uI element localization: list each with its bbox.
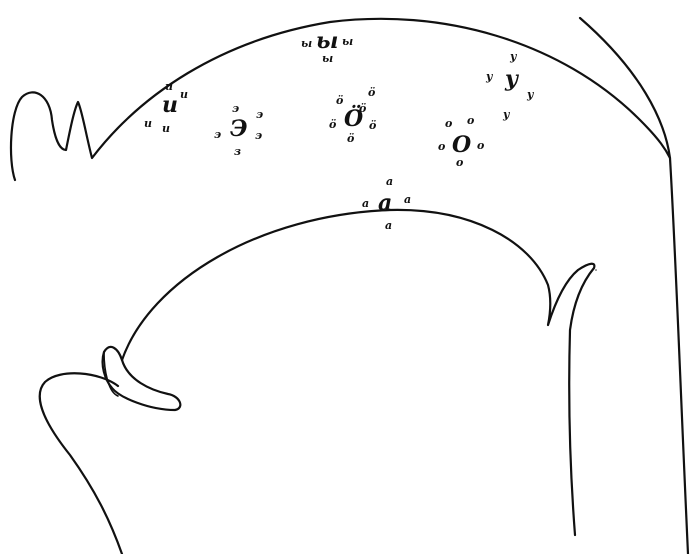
vowel-satellite: o xyxy=(438,140,445,153)
vowel-satellite: o xyxy=(477,139,484,152)
vowel-satellite: э xyxy=(214,128,221,141)
vowel-satellite: u xyxy=(180,88,188,101)
vowel-cluster-e: Э э э э э з xyxy=(214,102,263,158)
vowel-satellite: ö xyxy=(359,102,366,115)
vowel-cluster-y: ы ы ы ы xyxy=(301,28,353,65)
lower-lip-outline xyxy=(103,347,181,410)
vowel-satellite: a xyxy=(404,193,411,206)
vowel-cluster-oe: Ö ö ö ö ö ö ö xyxy=(329,86,376,145)
vowel-satellite: ы xyxy=(342,35,353,48)
vowel-cluster-i: u u u u u xyxy=(144,80,188,135)
vowel-main-y: ы xyxy=(316,28,338,54)
vowel-satellite: u xyxy=(162,122,170,135)
vowel-satellite: y xyxy=(526,88,535,101)
vowel-satellite: a xyxy=(362,197,369,210)
vowel-satellite: a xyxy=(385,219,392,232)
vowel-satellite: ö xyxy=(369,119,376,132)
tongue-outline xyxy=(122,210,594,535)
vowel-satellite: u xyxy=(144,117,152,130)
vowel-cluster-a: a a a a a xyxy=(362,175,411,232)
vowel-satellite: u xyxy=(165,80,173,93)
vowel-satellite: ö xyxy=(336,94,343,107)
vowel-main-o: O xyxy=(452,132,471,158)
vowel-main-i: u xyxy=(162,92,178,118)
vowel-satellite: o xyxy=(456,156,463,169)
vowel-satellite: э xyxy=(256,108,263,121)
vowel-satellite: ö xyxy=(329,118,336,131)
vowel-satellite: y xyxy=(502,108,511,121)
vowel-satellite: ы xyxy=(322,52,333,65)
vowel-satellite: o xyxy=(445,117,452,130)
vowel-satellite: з xyxy=(234,145,241,158)
tongue-tip xyxy=(104,352,118,396)
vowel-satellite: o xyxy=(467,114,474,127)
vowel-satellite: y xyxy=(509,50,518,63)
vowel-main-e: Э xyxy=(230,116,248,142)
speck xyxy=(595,269,597,271)
vowel-satellite: ö xyxy=(347,132,354,145)
vowel-main-u: y xyxy=(504,66,520,92)
vowel-satellite: ы xyxy=(301,37,312,50)
vowel-cluster-u: y y y y y xyxy=(485,50,535,121)
vowel-satellite: a xyxy=(386,175,393,188)
chin-outline xyxy=(40,373,122,554)
vowel-cluster-o: O o o o o o xyxy=(438,114,484,169)
vowel-satellite: э xyxy=(232,102,239,115)
vowel-satellite: ö xyxy=(368,86,375,99)
vowel-satellite: y xyxy=(485,70,494,83)
pharynx-back-wall xyxy=(670,158,688,554)
vowel-main-a: a xyxy=(378,190,392,216)
vowel-satellite: э xyxy=(255,129,262,142)
